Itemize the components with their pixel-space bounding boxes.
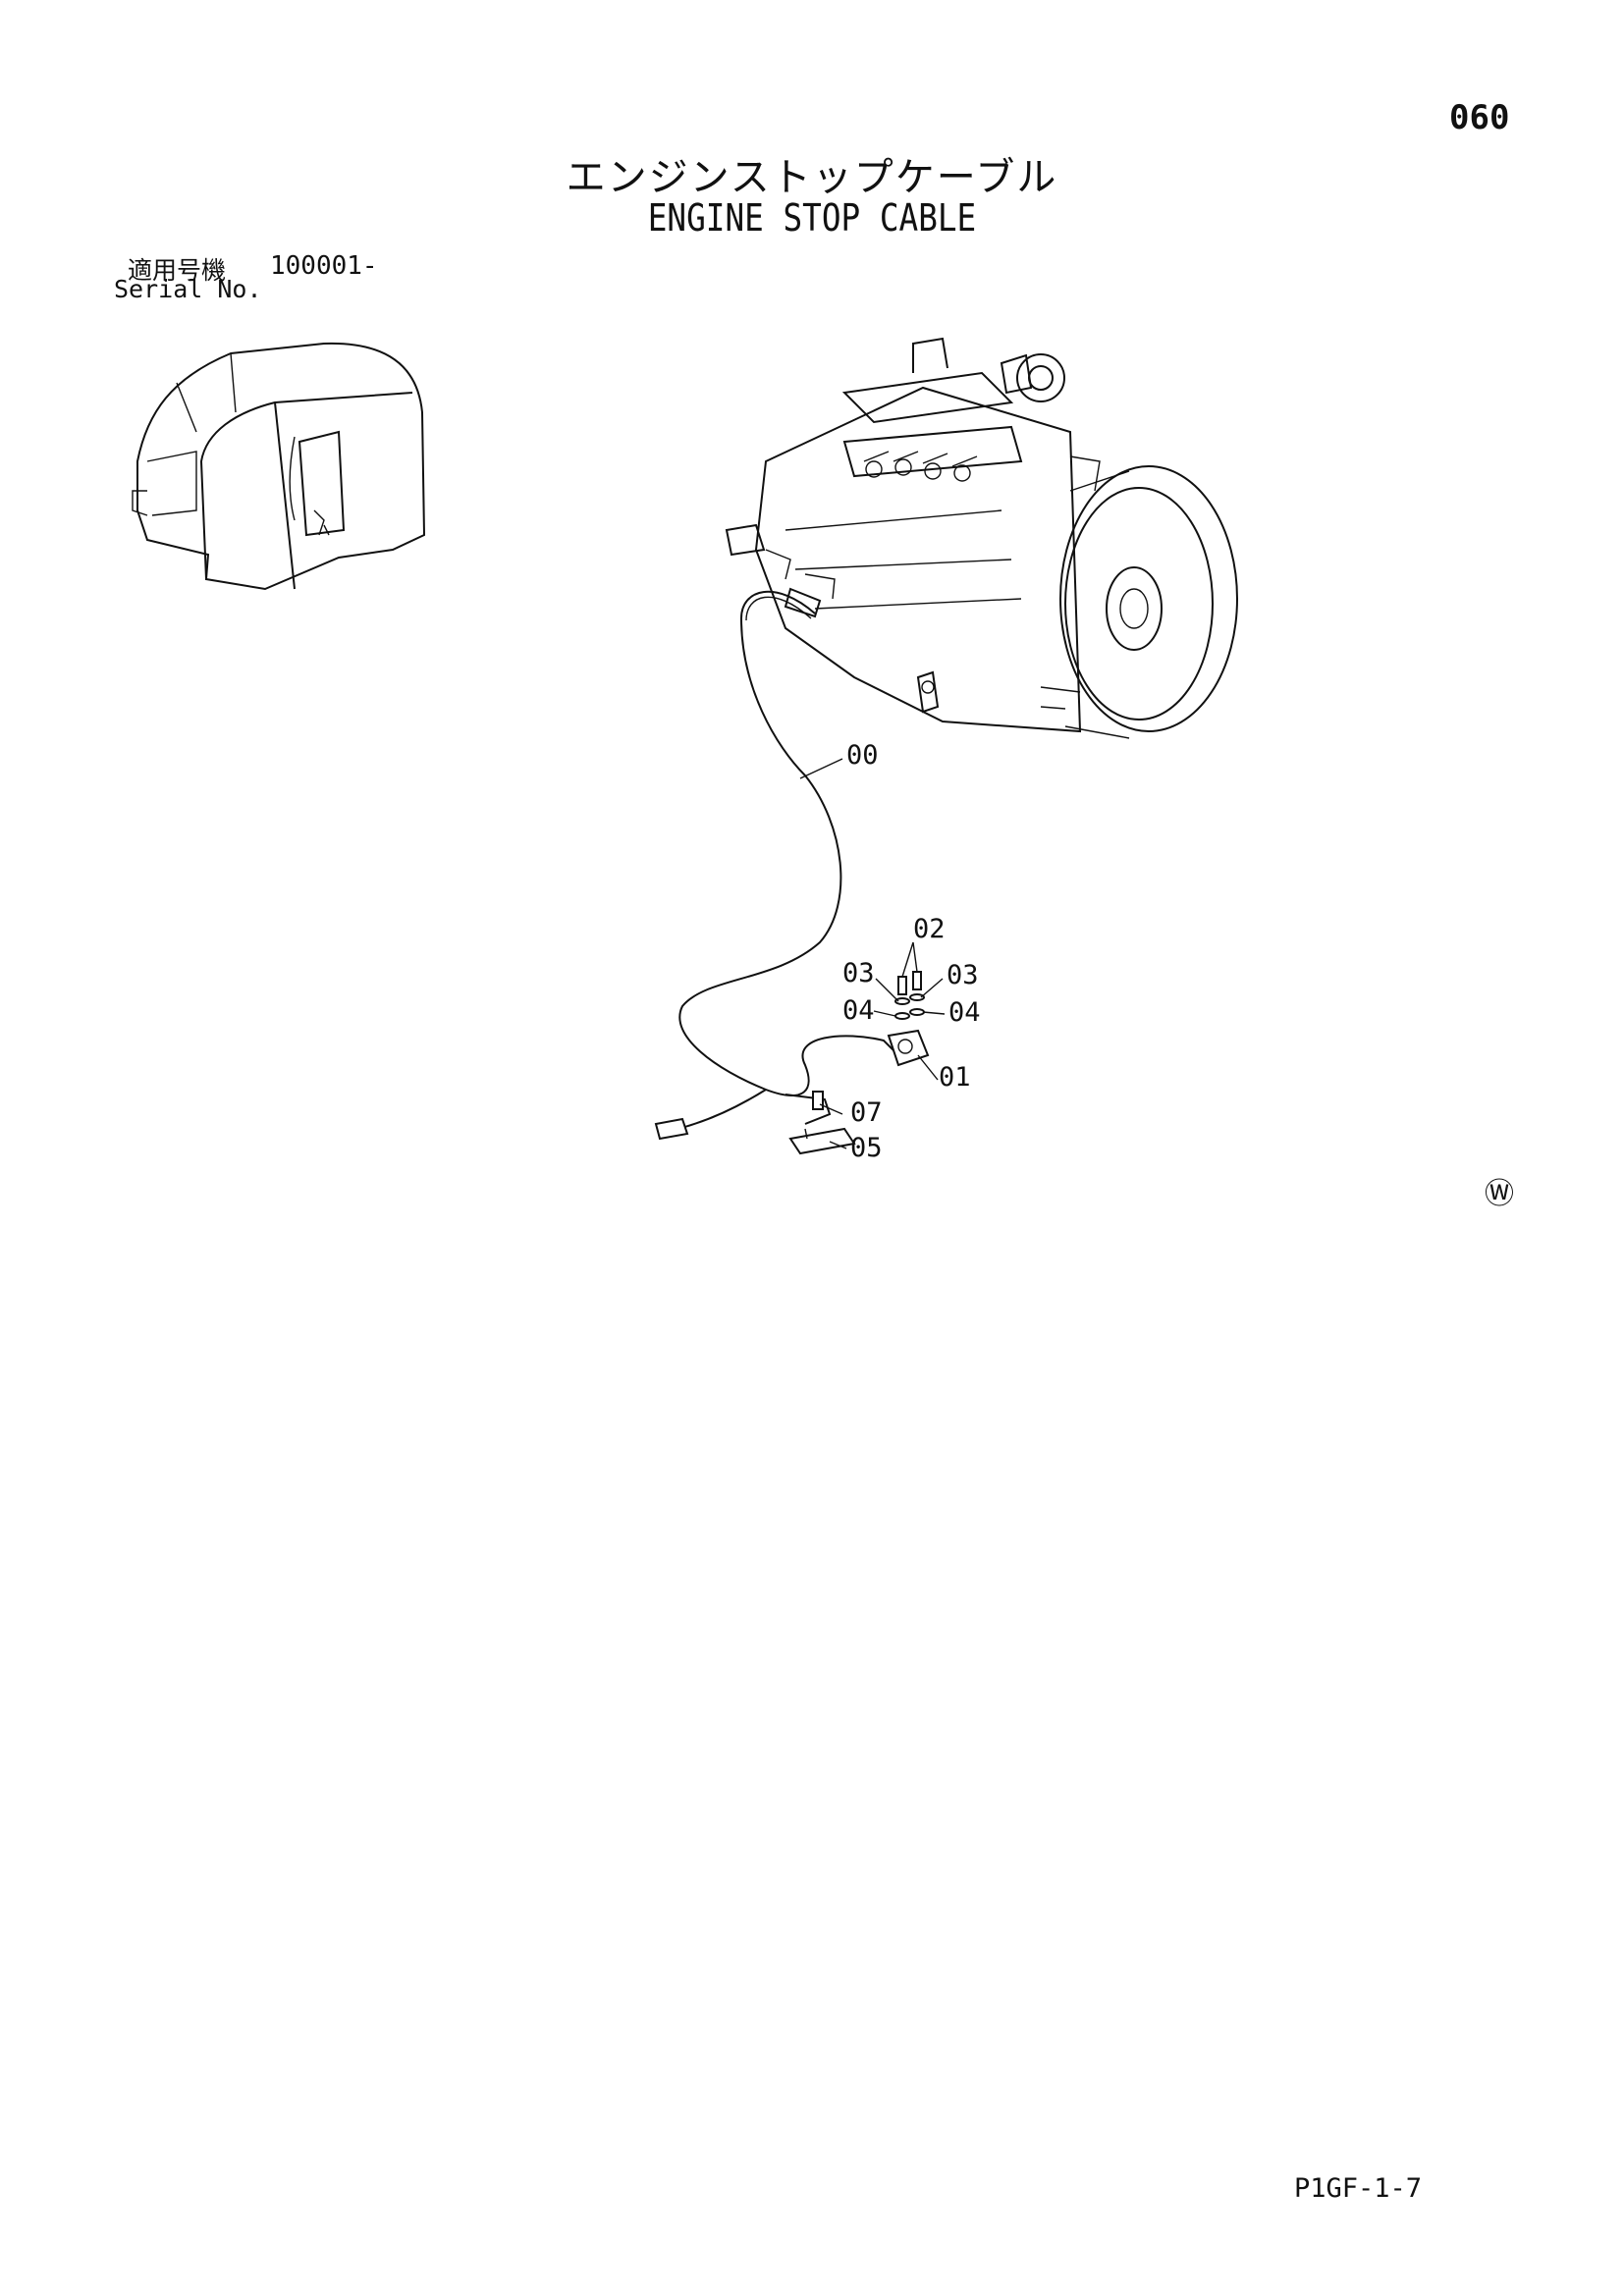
callout-00: 00 xyxy=(846,740,879,771)
serial-label-english: Serial No. xyxy=(114,275,262,303)
w-mark-icon: Ⓦ xyxy=(1485,1177,1514,1211)
page-title-english: ENGINE STOP CABLE xyxy=(647,196,977,240)
callout-03-left: 03 xyxy=(842,958,875,988)
callout-01: 01 xyxy=(939,1062,971,1093)
engine-stop-cable xyxy=(654,590,930,1155)
page-number: 060 xyxy=(1449,98,1510,137)
callout-leaders xyxy=(799,758,946,1149)
page-title-japanese: エンジンストップケーブル xyxy=(566,155,1058,200)
serial-number-value: 100001- xyxy=(270,251,378,281)
callout-04-right: 04 xyxy=(948,997,981,1028)
callout-04-left: 04 xyxy=(842,995,875,1026)
machine-cab-thumbnail xyxy=(132,342,426,591)
serial-label-japanese: 適用号機 xyxy=(128,256,227,285)
callout-07: 07 xyxy=(850,1097,883,1128)
callout-02: 02 xyxy=(913,914,946,944)
illustration-code: P1GF-1-7 xyxy=(1294,2173,1423,2204)
engine-assembly xyxy=(725,337,1238,739)
callout-05: 05 xyxy=(850,1133,883,1163)
callout-03-right: 03 xyxy=(947,960,979,990)
